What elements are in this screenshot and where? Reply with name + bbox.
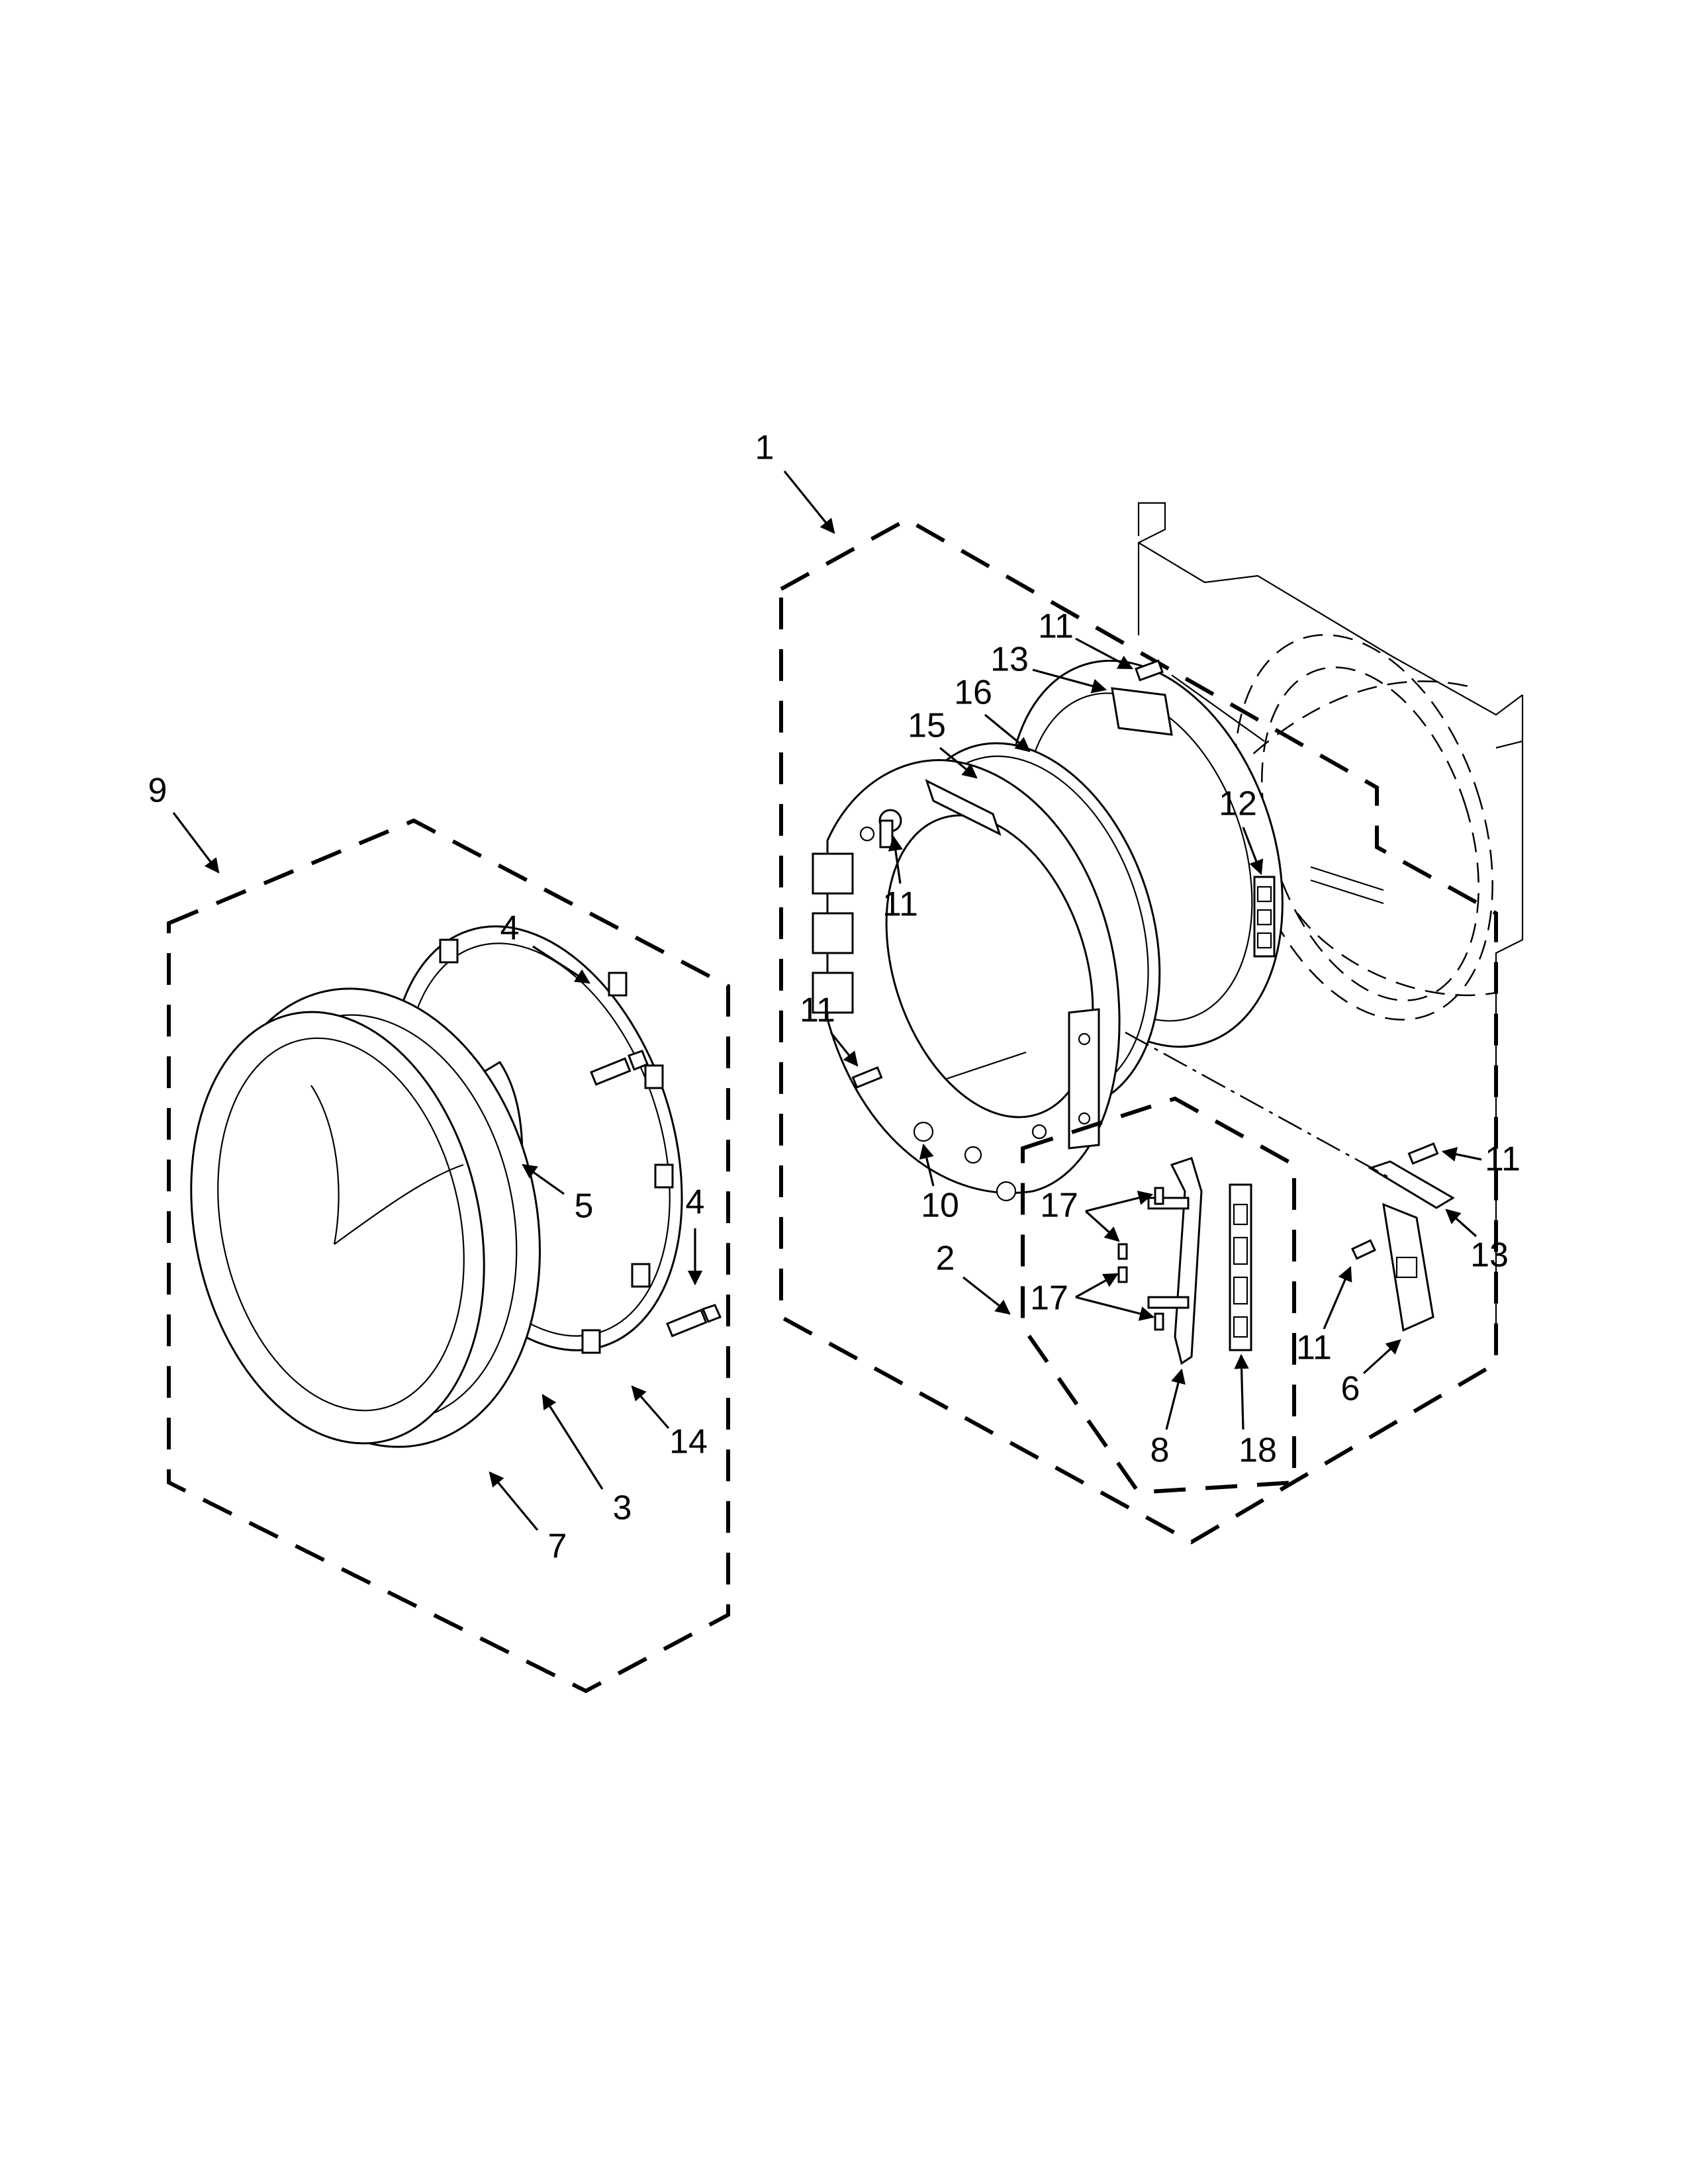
callout-9: 9 (148, 772, 167, 810)
leader-12 (1242, 827, 1264, 876)
callout-1: 1 (755, 429, 774, 467)
leader-7 (489, 1471, 539, 1531)
door-glass-7 (190, 1011, 485, 1445)
screw-4-lower (666, 1304, 722, 1338)
callout-10: 10 (921, 1187, 959, 1225)
leader-11-frame-top (888, 835, 903, 884)
callout-16: 16 (954, 674, 992, 712)
callout-13-top: 13 (990, 641, 1029, 679)
callout-18: 18 (1239, 1432, 1277, 1470)
leader-17-lower-b (1075, 1296, 1155, 1321)
leader-6 (1362, 1339, 1401, 1375)
leader-9 (172, 812, 220, 874)
leader-18 (1234, 1353, 1249, 1430)
leader-13-top (1032, 668, 1107, 694)
leader-3 (541, 1394, 604, 1490)
screw-11-frame-top (878, 809, 902, 848)
leader-16 (984, 713, 1031, 752)
callout-5: 5 (575, 1187, 594, 1226)
hinge-plate-13-top (1111, 659, 1173, 736)
assembly-9-dashed-outline (167, 818, 730, 1694)
callout-17-lower: 17 (1030, 1279, 1068, 1318)
leader-8 (1165, 1368, 1186, 1430)
assembly-1-dashed-outline (779, 517, 1498, 1545)
alignment-line-c (1171, 674, 1265, 742)
leader-13-right (1445, 1208, 1477, 1238)
callout-2: 2 (936, 1240, 955, 1278)
callout-7: 7 (548, 1527, 567, 1566)
callout-11-latch: 11 (1296, 1329, 1332, 1367)
leader-5 (522, 1163, 565, 1195)
latch-plate-6 (1351, 1203, 1434, 1332)
screw-4-upper (590, 1050, 649, 1086)
leader-15 (939, 747, 978, 779)
leader-17-upper-b (1084, 1210, 1120, 1242)
door-frame-10 (812, 759, 1121, 1202)
callout-3: 3 (613, 1489, 632, 1527)
leader-2 (962, 1276, 1011, 1315)
callout-11-frame-left: 11 (800, 991, 835, 1030)
callout-4-lower: 4 (686, 1183, 705, 1222)
leader-11-right (1441, 1147, 1482, 1162)
callout-13-right: 13 (1470, 1236, 1509, 1275)
screw-11-frame-left (851, 1066, 883, 1089)
alignment-line-b (946, 1051, 1027, 1080)
callout-11-frame-top: 11 (882, 886, 918, 924)
assembly-2-dashed-outline (1021, 1096, 1296, 1495)
callout-6: 6 (1341, 1370, 1360, 1408)
callout-11-top: 11 (1038, 608, 1074, 646)
leader-17-lower-a (1075, 1273, 1119, 1298)
hinge-plate-13-right (1368, 1142, 1455, 1209)
callout-12: 12 (1219, 785, 1257, 823)
leader-17-upper-a (1085, 1191, 1154, 1212)
alignment-line-a (1125, 1031, 1391, 1179)
leader-1 (783, 470, 835, 534)
pins-17 (1117, 1187, 1164, 1331)
leader-10 (919, 1143, 935, 1187)
leader-11-latch (1323, 1265, 1352, 1330)
leader-11-top (1075, 637, 1133, 670)
callout-4-upper: 4 (500, 909, 520, 948)
leader-14 (631, 1385, 670, 1430)
callout-11-right: 11 (1485, 1140, 1521, 1179)
callout-17-upper: 17 (1040, 1187, 1078, 1225)
hinge-strip-12 (1253, 876, 1276, 958)
hinge-8 (1147, 1157, 1203, 1365)
hinge-strip-18 (1229, 1183, 1252, 1351)
leader-4-upper (532, 945, 590, 984)
leader-11-frame-left (829, 1032, 859, 1067)
callout-8: 8 (1150, 1432, 1170, 1470)
callout-14: 14 (669, 1423, 708, 1461)
callout-15: 15 (908, 707, 946, 745)
